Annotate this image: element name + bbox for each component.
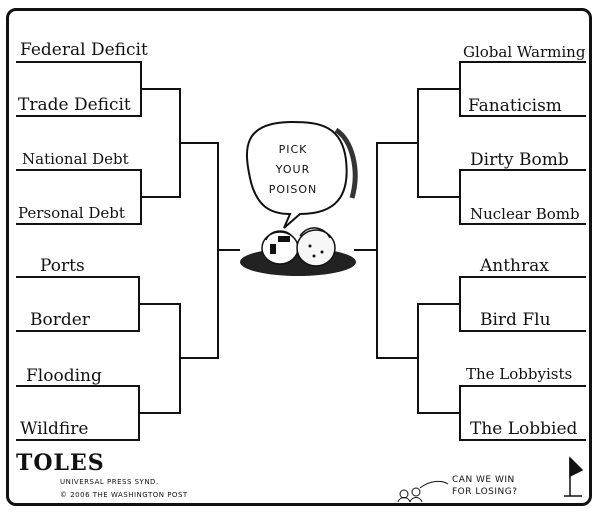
- speech-bubble: [245, 120, 358, 229]
- figures-in-pit-icon: [240, 227, 356, 276]
- left-seed-1: Federal Deficit: [20, 40, 148, 60]
- speech-bubble-text: PICK YOUR POISON: [258, 140, 328, 200]
- left-r2-match-2: [139, 303, 181, 414]
- left-r3-match: [180, 142, 219, 359]
- right-seed-4: Nuclear Bomb: [470, 205, 580, 223]
- onlooker-aside-text: CAN WE WIN FOR LOSING?: [452, 474, 518, 498]
- aside-line-1: CAN WE WIN: [452, 475, 515, 485]
- bubble-line-2: YOUR: [275, 163, 311, 176]
- right-r2-match-1: [417, 88, 460, 198]
- left-seed-6: Border: [30, 310, 90, 330]
- left-seed-8: Wildfire: [20, 419, 89, 439]
- right-seed-5: Anthrax: [480, 256, 549, 276]
- bubble-line-1: PICK: [278, 143, 308, 156]
- syndicate-credit: UNIVERSAL PRESS SYND.: [60, 478, 159, 486]
- small-onlookers-icon: [397, 480, 449, 503]
- right-seed-6: Bird Flu: [480, 310, 551, 330]
- artist-signature: TOLES: [16, 450, 105, 476]
- right-seed-7: The Lobbyists: [466, 365, 573, 383]
- right-r3-match: [376, 142, 418, 359]
- left-seed-5: Ports: [40, 256, 85, 276]
- right-r2-match-2: [417, 303, 460, 414]
- right-seed-8: The Lobbied: [470, 419, 578, 439]
- left-seed-7: Flooding: [26, 366, 102, 386]
- right-seed-1: Global Warming: [463, 43, 586, 61]
- right-seed-2: Fanaticism: [468, 96, 562, 116]
- copyright-credit: © 2006 THE WASHINGTON POST: [60, 491, 188, 499]
- aside-line-2: FOR LOSING?: [452, 487, 518, 497]
- left-r2-match-1: [141, 88, 181, 198]
- left-seed-2: Trade Deficit: [18, 95, 131, 115]
- left-seed-3: National Debt: [22, 150, 129, 168]
- cartoon-border: [6, 8, 592, 506]
- bubble-line-3: POISON: [268, 183, 318, 196]
- right-seed-3: Dirty Bomb: [470, 150, 569, 170]
- pennant-icon: [564, 456, 584, 497]
- left-seed-4: Personal Debt: [18, 204, 125, 222]
